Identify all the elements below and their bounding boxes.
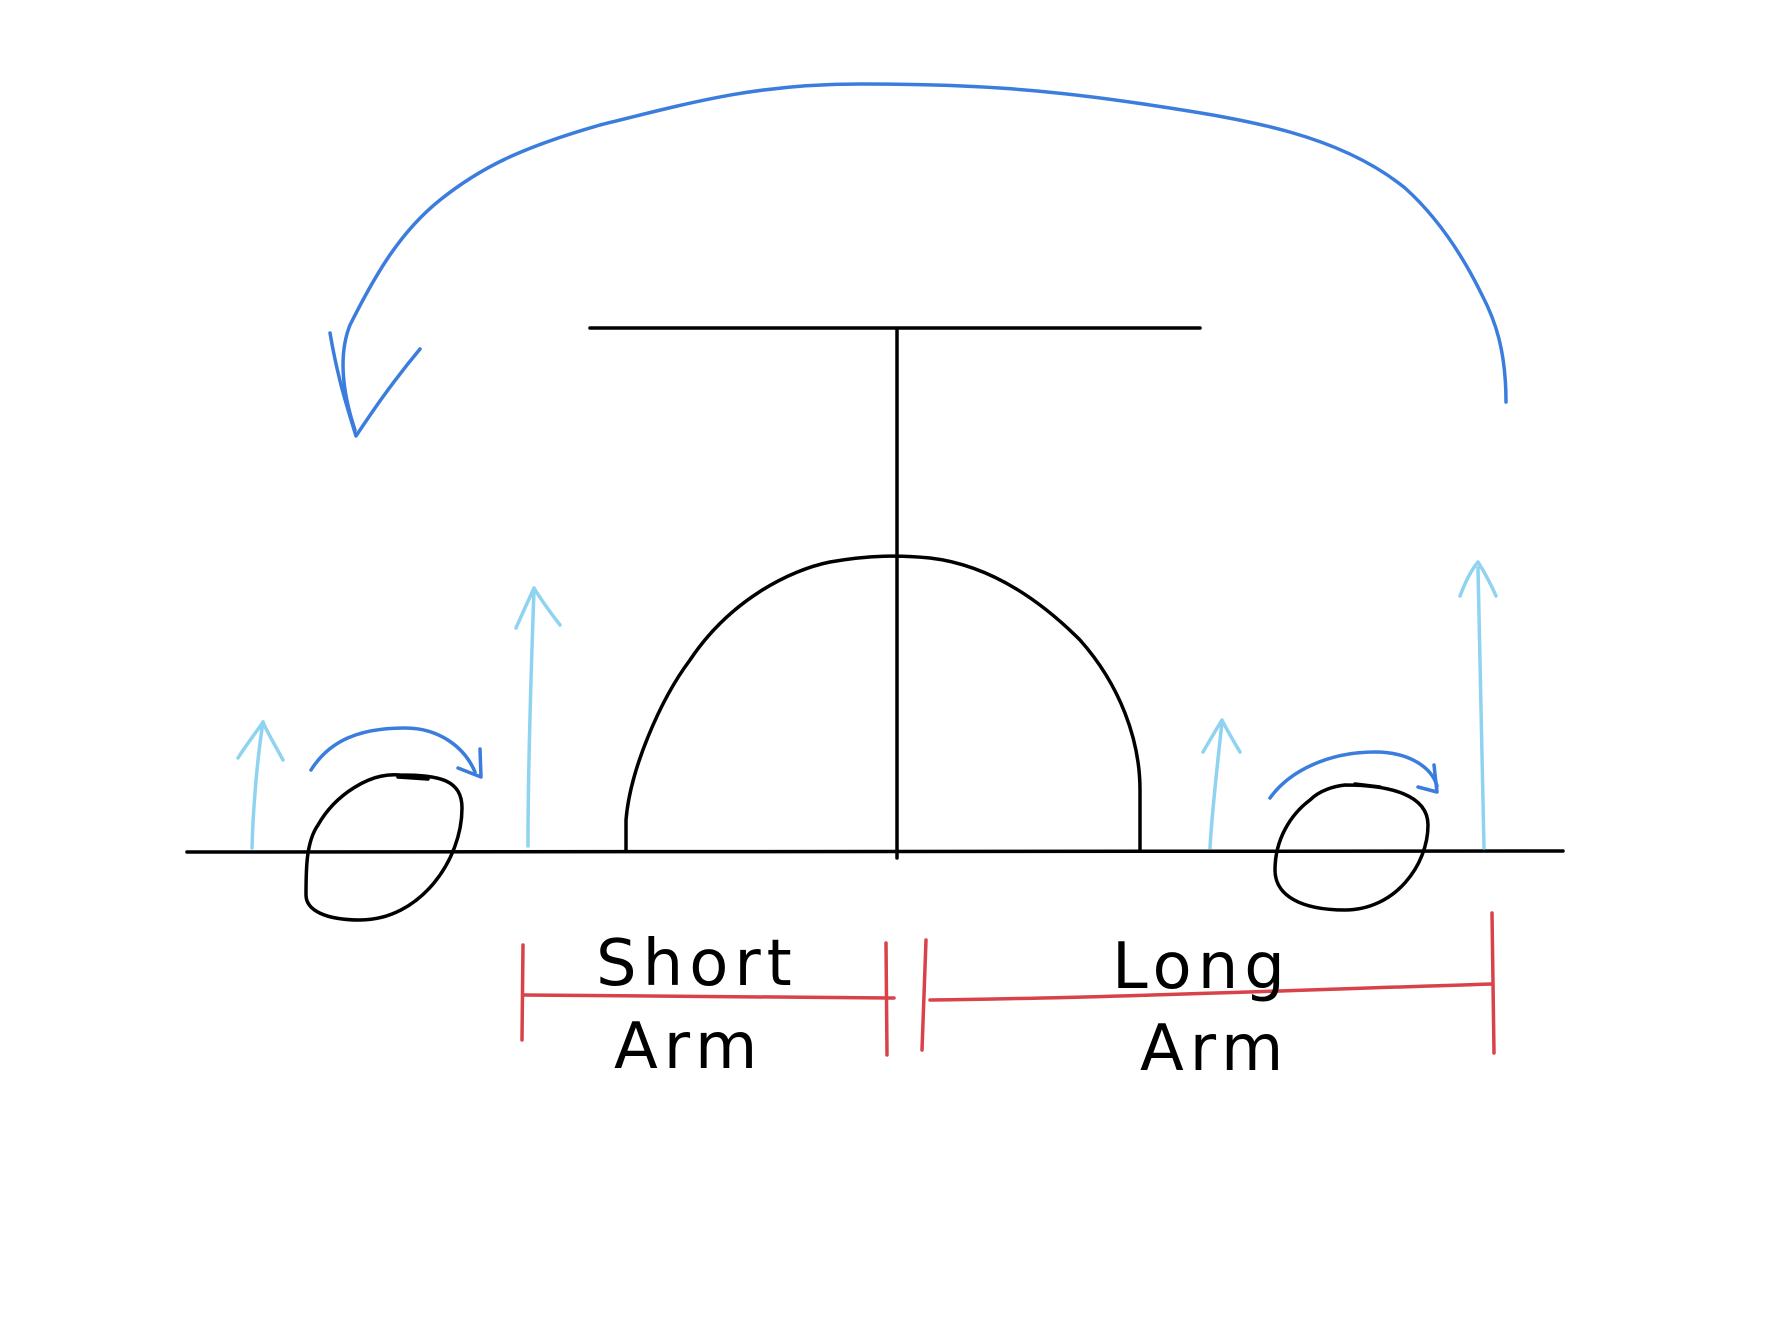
short-arm-left-tick (520, 943, 525, 1042)
short-arm-label-line2: Arm (614, 1010, 763, 1084)
lift-arrow-left (514, 586, 562, 848)
large-rotation-arrowhead (328, 331, 422, 438)
short-arm-right-tick (884, 941, 889, 1057)
long-arm-label-line2: Arm (1140, 1012, 1289, 1086)
long-arm-left-tick (920, 938, 928, 1052)
arm-labels: Short Arm Long Arm (596, 927, 1291, 1086)
long-arm-label-line1: Long (1112, 930, 1291, 1004)
left-wheel-mark (396, 775, 430, 781)
short-arm-dimension-line (521, 993, 896, 1000)
left-wheel-outline (304, 773, 464, 922)
dimension-markers (520, 911, 1496, 1057)
left-wheel-rotation-arrowhead (456, 747, 483, 779)
lift-arrow-mid-right (1201, 718, 1242, 850)
t-bar (588, 326, 1202, 860)
long-arm-right-tick (1490, 911, 1496, 1055)
left-wheel (304, 726, 483, 922)
right-wheel-rotation-arc (1268, 750, 1439, 800)
right-wheel (1268, 750, 1439, 912)
right-wheel-mark (1353, 782, 1382, 789)
left-wheel-rotation-arc (309, 726, 477, 774)
lift-arrows (236, 560, 1498, 850)
right-wheel-outline (1273, 783, 1430, 912)
large-rotation-arc (341, 82, 1508, 432)
right-wheel-rotation-arrowhead (1416, 763, 1439, 794)
ground-line (185, 849, 1565, 854)
lift-arrow-far-left (236, 720, 285, 850)
lift-arrow-right (1458, 560, 1498, 850)
short-arm-label-line1: Short (596, 927, 798, 1001)
large-rotation-arrow (328, 82, 1508, 438)
fulcrum-dome (624, 554, 1142, 852)
long-arm-dimension-line (928, 982, 1494, 1002)
